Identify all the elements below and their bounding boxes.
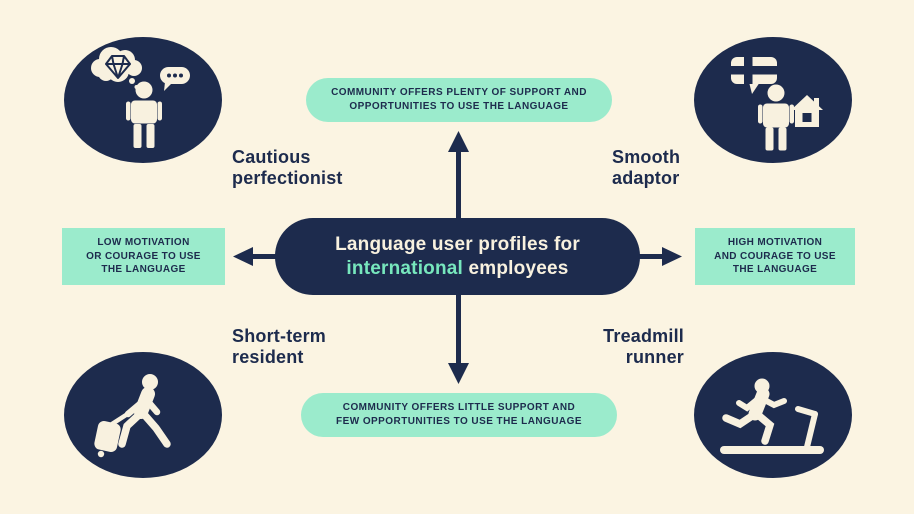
quadrant-label-smooth-adaptor: Smooth adaptor: [612, 147, 681, 188]
traveler-with-suitcase-icon: [94, 374, 171, 458]
diagram-title: Language user profiles for international…: [335, 233, 580, 281]
thought-bubble-icon: [91, 47, 142, 89]
axis-caption-left: LOW MOTIVATION OR COURAGE TO USE THE LAN…: [62, 228, 225, 285]
center-title-box: Language user profiles for international…: [275, 218, 640, 295]
axis-arrow-down: [448, 295, 469, 384]
quadrant-label-cautious-perfectionist: Cautious perfectionist: [232, 147, 343, 188]
quadrant-icon-ellipse-top-right: [694, 37, 852, 163]
quadrant-label-short-term-resident: Short-term resident: [232, 326, 327, 367]
title-line1: Language user profiles for: [335, 233, 580, 255]
axis-arrow-up: [448, 131, 469, 218]
quadrant-label-treadmill-runner: Treadmill runner: [603, 326, 684, 367]
title-accent-word: international: [346, 257, 464, 279]
flag-speech-bubble-icon: [731, 57, 777, 94]
house-icon: [791, 95, 823, 127]
axis-arrow-left: [233, 247, 276, 266]
quadrant-icon-ellipse-top-left: [64, 37, 222, 163]
axis-arrow-right: [639, 247, 682, 266]
axis-caption-right: HIGH MOTIVATION AND COURAGE TO USE THE L…: [695, 228, 855, 285]
quadrant-icon-ellipse-bottom-left: [64, 352, 222, 478]
quadrant-icon-ellipse-bottom-right: [694, 352, 852, 478]
title-line2-rest: employees: [468, 257, 569, 279]
treadmill-icon: [720, 406, 824, 454]
person-finnish-flag-speech-house-icon: [731, 57, 823, 151]
axis-caption-bottom: COMMUNITY OFFERS LITTLE SUPPORT AND FEW …: [301, 393, 617, 437]
runner-on-treadmill-icon: [720, 378, 824, 454]
diamond-icon: [105, 55, 131, 79]
person-head: [142, 374, 158, 390]
axis-caption-top: COMMUNITY OFFERS PLENTY OF SUPPORT AND O…: [306, 78, 612, 122]
suitcase-icon: [94, 421, 121, 458]
runner-figure: [722, 387, 787, 445]
person-figure: [126, 81, 162, 148]
speech-bubble-dots-icon: [160, 67, 190, 91]
thinking-person-diamond-speech-icon: [91, 47, 190, 148]
person-figure: [109, 387, 171, 448]
person-figure: [758, 84, 794, 151]
